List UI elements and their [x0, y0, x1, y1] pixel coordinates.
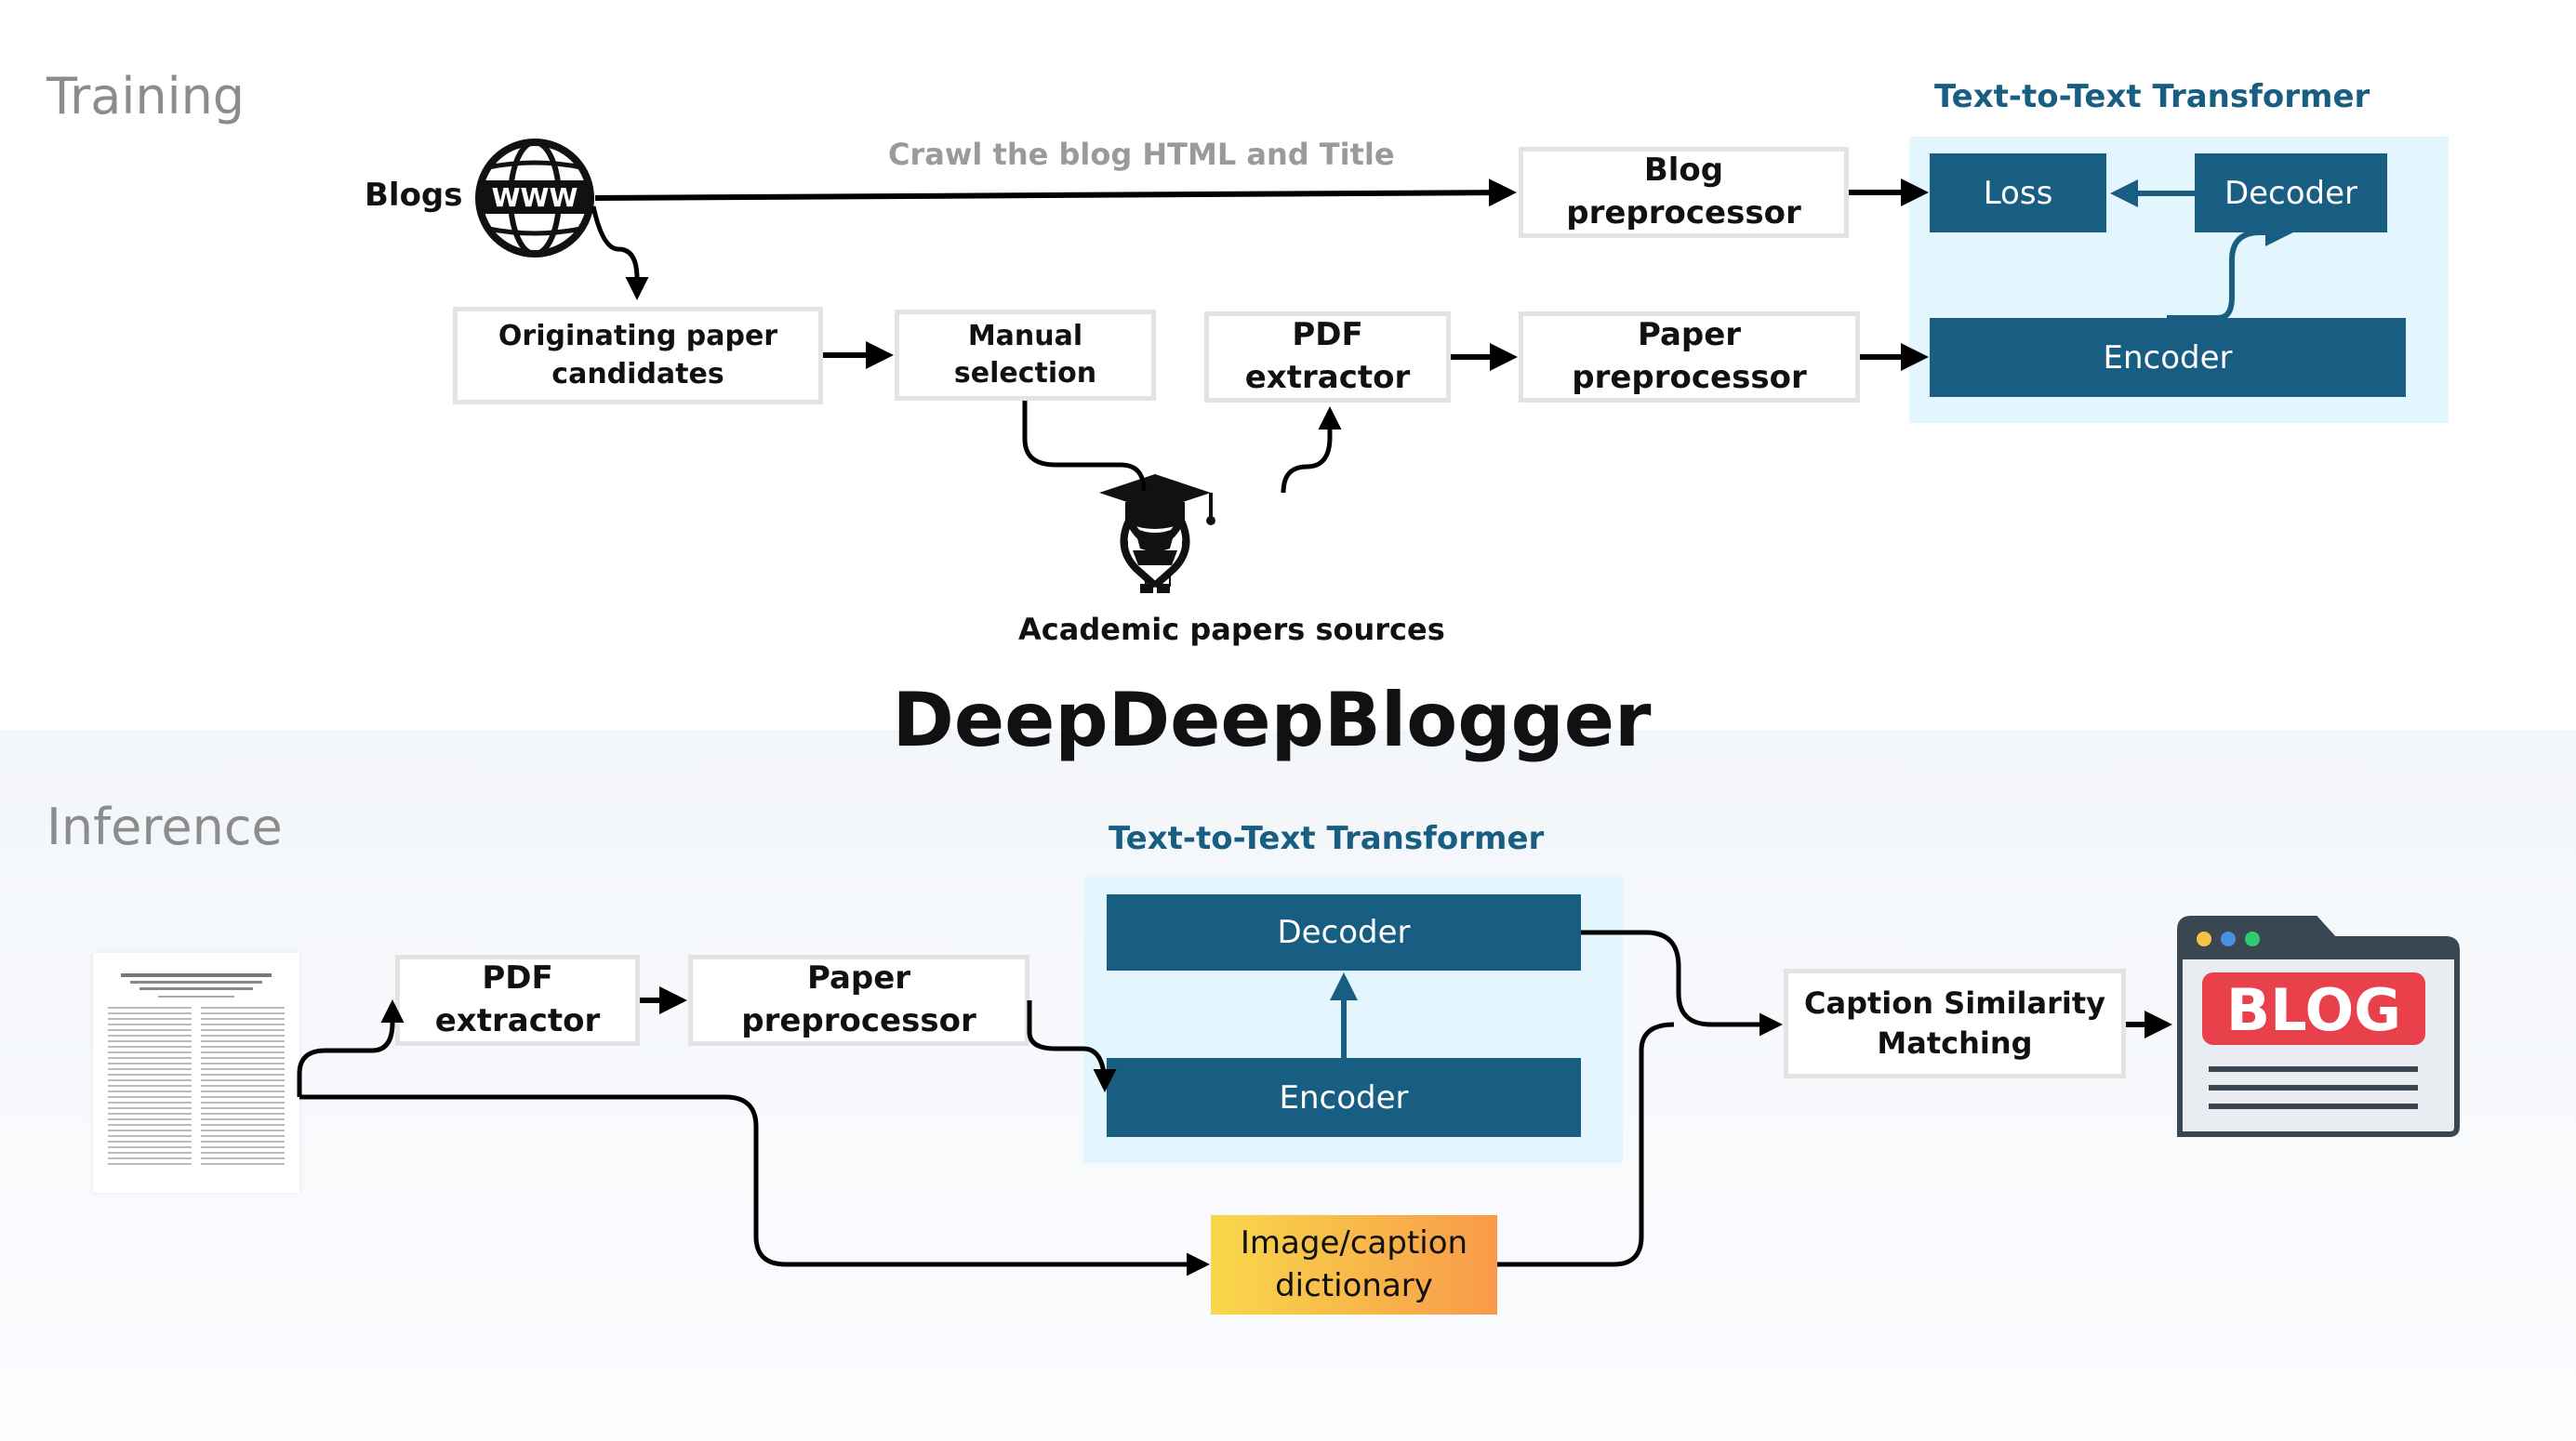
graduation-hands-icon: [1099, 474, 1215, 593]
inference-encoder-block: Encoder: [1107, 1058, 1581, 1137]
svg-text:WWW: WWW: [492, 182, 578, 213]
training-encoder-block: Encoder: [1930, 318, 2406, 397]
manual-selection: Manual selection: [895, 310, 1156, 401]
training-blog-preprocessor: Blog preprocessor: [1519, 147, 1849, 238]
crawl-label: Crawl the blog HTML and Title: [888, 137, 1395, 172]
caption-similarity-matching: Caption Similarity Matching: [1784, 969, 2126, 1078]
training-pdf-extractor: PDF extractor: [1204, 311, 1451, 403]
training-paper-preprocessor: Paper preprocessor: [1519, 311, 1860, 403]
inference-paper-preprocessor: Paper preprocessor: [688, 955, 1029, 1046]
blog-browser-icon: BLOG: [2167, 911, 2460, 1139]
paper-document-icon: [93, 953, 299, 1193]
inference-pdf-extractor: PDF extractor: [395, 955, 640, 1046]
training-transformer-title: Text-to-Text Transformer: [1934, 78, 2370, 115]
diagram-title: DeepDeepBlogger: [892, 677, 1652, 763]
image-caption-dictionary: Image/caption dictionary: [1211, 1215, 1497, 1315]
inference-decoder-block: Decoder: [1107, 894, 1581, 971]
inference-transformer-title: Text-to-Text Transformer: [1109, 820, 1545, 857]
globe-www-icon: WWW: [475, 139, 594, 258]
training-loss-block: Loss: [1930, 153, 2106, 232]
inference-section-label: Inference: [46, 798, 283, 856]
training-section-label: Training: [46, 67, 246, 126]
academic-sources-label: Academic papers sources: [1018, 612, 1445, 647]
originating-paper-candidates: Originating paper candidates: [453, 307, 823, 404]
blog-badge-text: BLOG: [2226, 976, 2401, 1044]
blogs-label: Blogs: [365, 177, 463, 214]
